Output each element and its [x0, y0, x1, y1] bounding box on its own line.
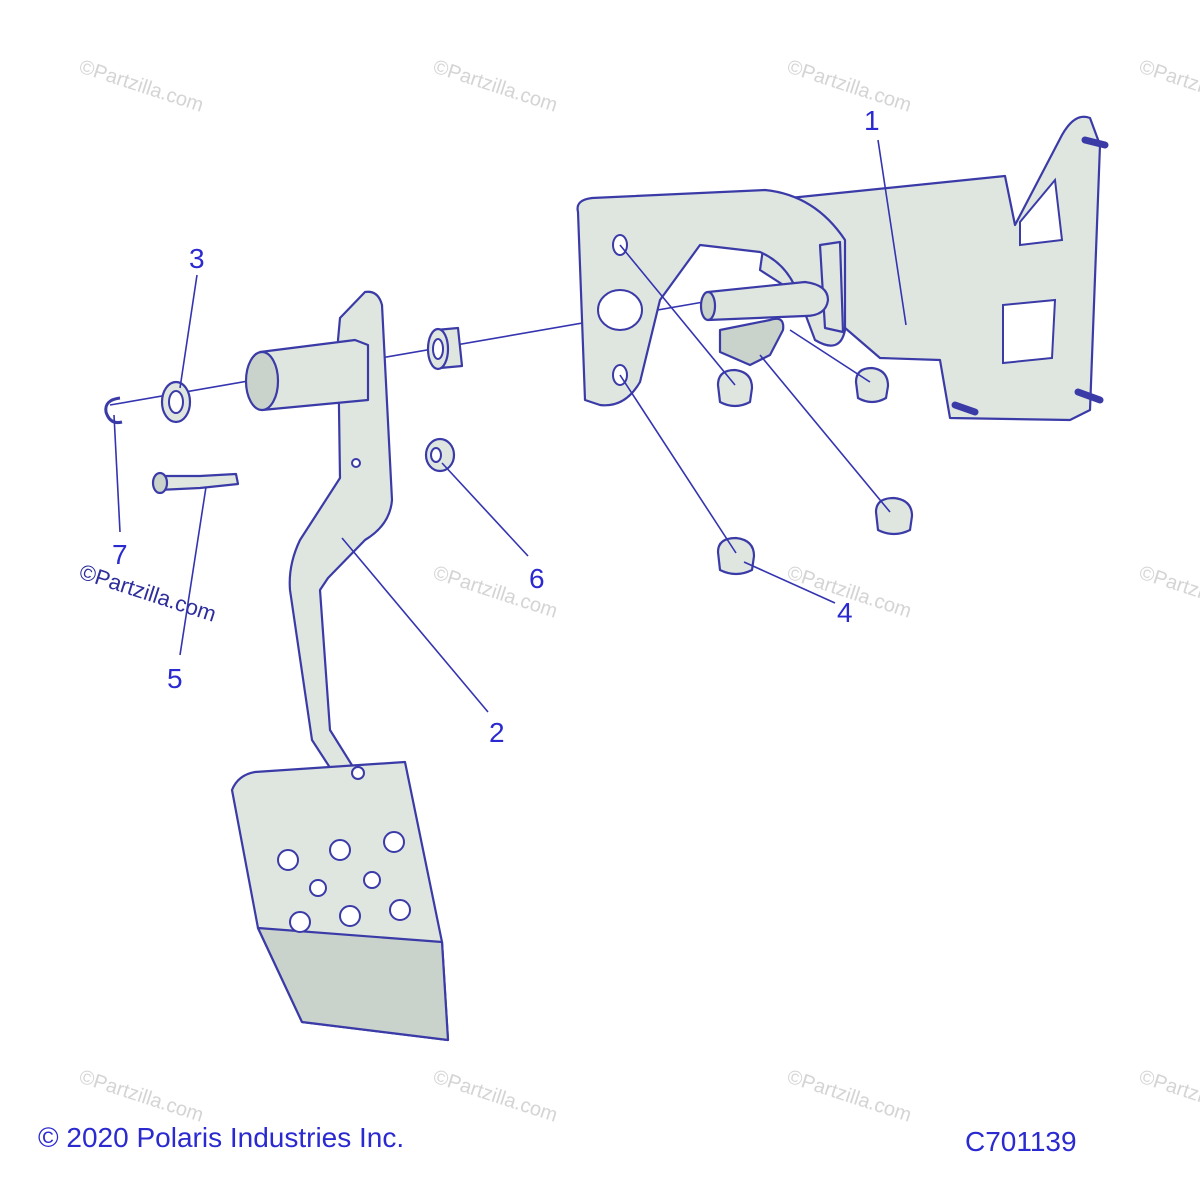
bolt-head [151, 471, 169, 495]
bracket-stud [951, 401, 979, 416]
watermark-text: ©Partzilla.com [76, 56, 206, 117]
watermark-text: ©Partzilla.com [1136, 562, 1200, 623]
leader-line-4d [759, 354, 891, 513]
mounting-bracket [576, 115, 1109, 422]
leader-line-3 [179, 274, 198, 389]
watermark-text: ©Partzilla.com [430, 1066, 560, 1127]
bolt-shank [156, 472, 240, 492]
flange-nut [716, 536, 756, 576]
bracket-slot-cut [818, 240, 845, 334]
bracket-stud [1074, 388, 1104, 404]
bracket-slot-lower [1002, 298, 1057, 365]
bushing-left [160, 380, 192, 424]
leader-line-1 [877, 139, 907, 326]
callout-3: 3 [189, 243, 205, 274]
bracket-side-plate [576, 188, 847, 407]
callout-5: 5 [167, 663, 183, 694]
flange-nut [874, 496, 914, 536]
diagram-code: C701139 [965, 1126, 1077, 1157]
pivot-shaft-end [699, 290, 717, 322]
pivot-shaft [706, 280, 830, 322]
pedal-pad-hole [289, 911, 311, 933]
pedal-pad-hole [383, 831, 405, 853]
leader-lines [113, 139, 907, 713]
watermark-text: ©Partzilla.com [1136, 1066, 1200, 1127]
callout-7: 7 [112, 539, 128, 570]
leader-line-5 [179, 486, 207, 656]
pedal-pad-lower-face [256, 926, 450, 1042]
bracket-pivot-hole [597, 289, 643, 331]
leader-line-4b [743, 561, 836, 604]
e-clip [104, 396, 123, 424]
watermark-text: ©Partzilla.com [430, 56, 560, 117]
nut-body [874, 496, 914, 536]
pedal-arm-hole [351, 458, 361, 468]
bushing-right [426, 326, 464, 371]
leader-line-7 [113, 414, 121, 533]
pedal-pad-hole [339, 905, 361, 927]
shoulder-bolt [151, 471, 240, 495]
leader-line-4e [789, 329, 871, 383]
pedal-pad-hole [329, 839, 351, 861]
callout-2: 2 [489, 717, 505, 748]
callout-4: 4 [837, 597, 853, 628]
pedal-pad-hole [309, 879, 327, 897]
leader-line-6 [441, 462, 529, 557]
pedal-pad-hole [363, 871, 381, 889]
pedal-pad-hole [389, 899, 411, 921]
bracket-stud [1081, 136, 1109, 149]
callouts: 1 2 3 4 5 6 7 [112, 105, 880, 748]
leader-line-4a [619, 374, 737, 554]
bracket-slot-upper [1019, 177, 1064, 247]
nut-body [854, 366, 890, 404]
bushing-bore [432, 338, 444, 360]
pedal-pad-hole [351, 766, 365, 780]
pedal-pivot-tube-end [244, 350, 280, 412]
callout-6: 6 [529, 563, 545, 594]
copyright-text: © 2020 Polaris Industries Inc. [38, 1122, 405, 1153]
nut-bore [430, 447, 442, 463]
watermark-text: ©Partzilla.com [1136, 56, 1200, 117]
watermark-text: ©Partzilla.com [76, 1066, 206, 1127]
brake-pedal [230, 290, 450, 1042]
bracket-stop-tab [718, 317, 785, 367]
callout-1: 1 [864, 105, 880, 136]
pedal-arm [288, 290, 394, 782]
nut-body [716, 536, 756, 576]
watermark-text: ©Partzilla.com [76, 559, 219, 627]
watermark-text: ©Partzilla.com [784, 1066, 914, 1127]
flange-nut [716, 368, 754, 408]
small-nut [424, 437, 456, 473]
pedal-pad-hole [277, 849, 299, 871]
watermark-text: ©Partzilla.com [784, 56, 914, 117]
bushing-bore [168, 390, 184, 414]
nut-body [716, 368, 754, 408]
leader-line-2 [341, 537, 489, 713]
flange-nut [854, 366, 890, 404]
leader-line-4c [619, 244, 736, 386]
